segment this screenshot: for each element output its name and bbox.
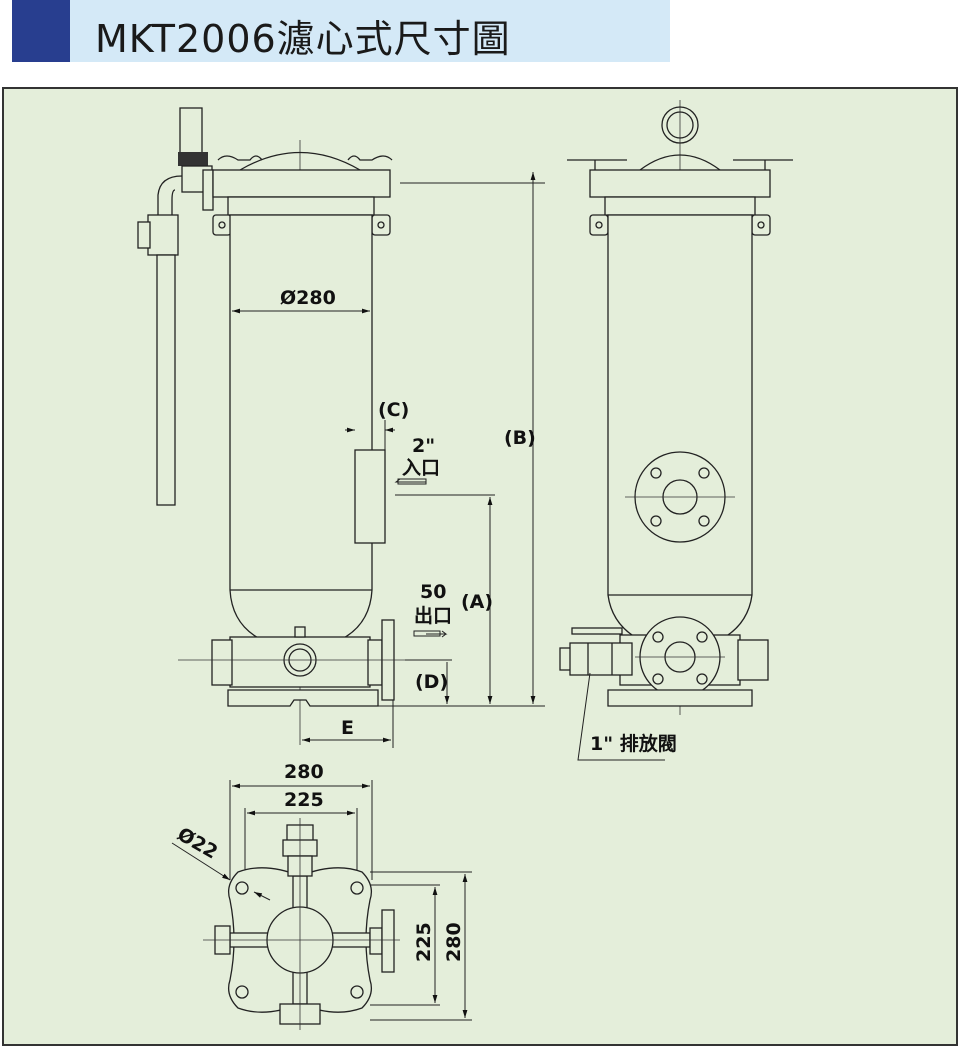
drain-valve: [559, 627, 633, 676]
label-dim-d: (D): [415, 671, 448, 693]
label-inlet-size: 2": [412, 435, 435, 457]
label-outlet: 出口: [414, 604, 452, 627]
label-base-width-outer: 280: [284, 761, 324, 783]
header-accent-block: [12, 0, 70, 62]
label-dim-a: (A): [461, 591, 493, 613]
label-base-depth-outer: 280: [443, 922, 465, 962]
label-base-width-inner: 225: [284, 789, 324, 811]
label-inlet: 入口: [402, 457, 440, 479]
plan-view: [203, 818, 400, 1030]
label-dim-e: E: [341, 717, 354, 739]
plan-dimension-lines: [171, 780, 472, 1021]
pressure-gauge-assembly: [137, 107, 214, 506]
side-elevation-view: [559, 100, 793, 761]
front-elevation-view: [137, 107, 420, 745]
dimension-lines: [232, 172, 545, 748]
label-base-depth-inner: 225: [413, 922, 435, 962]
label-drain-valve: 1" 排放閥: [590, 732, 677, 755]
label-outlet-size: 50: [420, 581, 446, 603]
header-bar: [70, 0, 670, 62]
label-diameter-body: Ø280: [280, 287, 336, 309]
page-title: MKT2006濾心式尺寸圖: [95, 17, 511, 61]
label-dim-c: (C): [378, 399, 409, 421]
label-dim-b: (B): [504, 427, 536, 449]
